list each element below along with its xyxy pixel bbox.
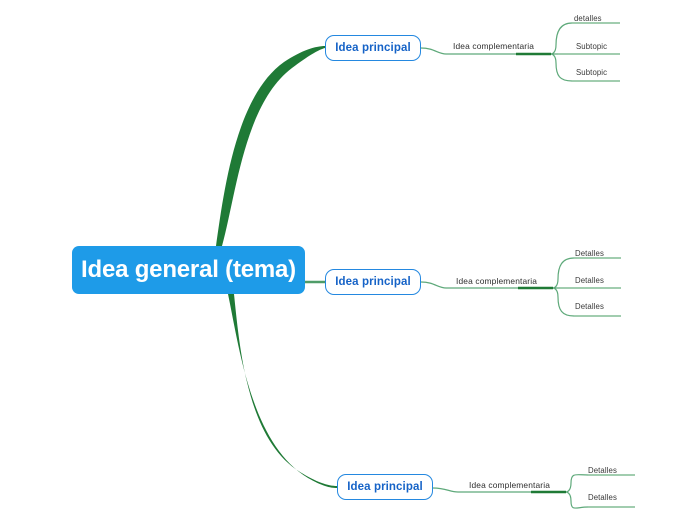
leaf-label-b3-2[interactable]: Detalles (588, 493, 617, 502)
complementary-idea-label-1[interactable]: Idea complementaria (453, 41, 535, 51)
trunk-curve-bottom (228, 294, 337, 488)
main-idea-label-1: Idea principal (335, 42, 411, 54)
leaf-label-b3-1[interactable]: Detalles (588, 466, 617, 475)
main-idea-label-2: Idea principal (335, 276, 411, 288)
leaf-label-b2-3[interactable]: Detalles (575, 302, 604, 311)
central-topic-label: Idea general (tema) (81, 256, 296, 283)
fork-bottom-top (565, 474, 635, 493)
leaf-label-b2-1[interactable]: Detalles (575, 249, 604, 258)
main-idea-node-2[interactable]: Idea principal (325, 269, 421, 295)
main-idea-label-3: Idea principal (347, 481, 423, 493)
trunk-curve-top (216, 46, 325, 246)
leaf-label-b1-2[interactable]: Subtopic (576, 42, 608, 51)
main-idea-node-3[interactable]: Idea principal (337, 474, 433, 500)
leaf-label-b1-1[interactable]: detalles (574, 14, 602, 23)
complementary-idea-label-2[interactable]: Idea complementaria (456, 276, 538, 286)
central-topic-node[interactable]: Idea general (tema) (72, 246, 305, 294)
complementary-idea-label-3[interactable]: Idea complementaria (469, 480, 551, 490)
main-idea-node-1[interactable]: Idea principal (325, 35, 421, 61)
leaf-label-b1-3[interactable]: Subtopic (576, 68, 608, 77)
leaf-label-b2-2[interactable]: Detalles (575, 276, 604, 285)
